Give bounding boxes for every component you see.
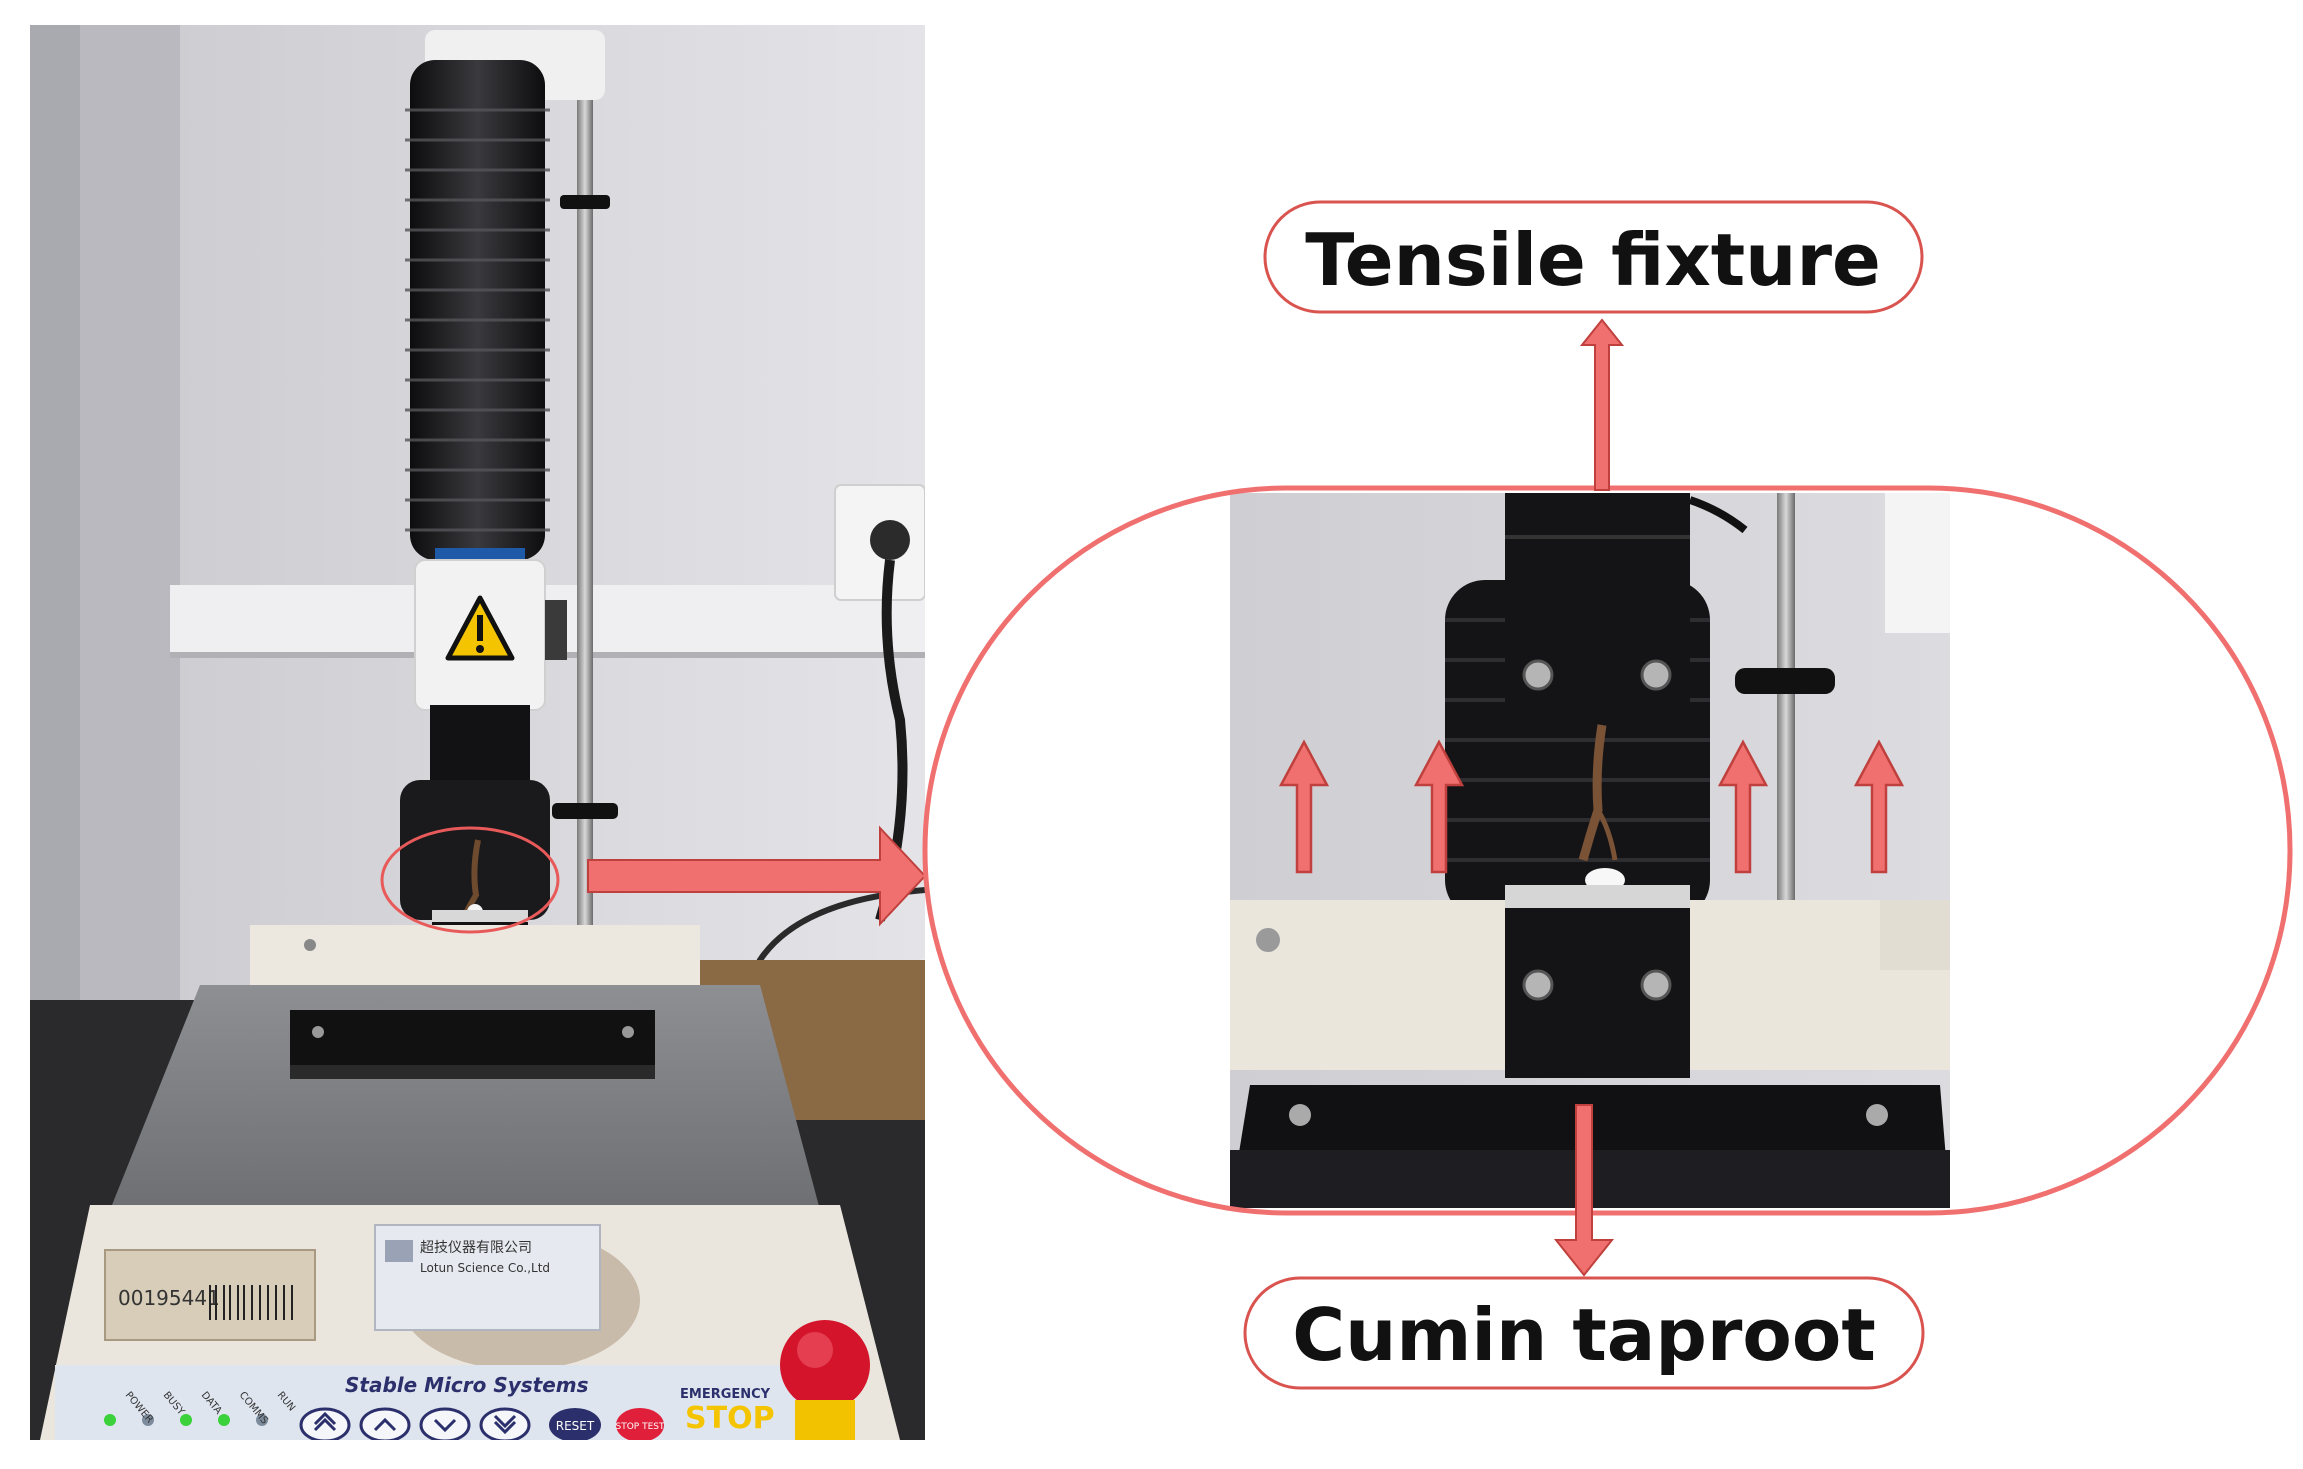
serial-number: 00195441 [118,1286,220,1310]
fast-down-button [479,1407,531,1440]
emergency-stop-label: STOP [685,1401,775,1436]
tensile-fixture-label: Tensile fixture [1263,200,1924,314]
stop-test-label: STOP TEST [616,1422,665,1432]
cumin-taproot-text: Cumin taproot [1292,1293,1876,1377]
fixture-leader-arrow-icon [1579,318,1625,491]
cumin-taproot-label: Cumin taproot [1243,1276,1925,1390]
fast-up-button [299,1407,351,1440]
status-leds [104,1414,268,1426]
stop-test-button: STOP TEST [616,1408,665,1440]
tensile-fixture-text: Tensile fixture [1305,218,1881,302]
serial-sticker: 00195441 [104,1249,316,1341]
company-name-cn: 超技仪器有限公司 [420,1240,532,1256]
force-arrow-icon-3 [1717,739,1769,874]
warning-icon [445,595,515,661]
reset-label: RESET [556,1419,595,1433]
control-panel: Stable Micro Systems POWER BUSY DATA COM… [55,1365,845,1440]
force-arrow-icon-1 [1278,739,1330,874]
emergency-label: EMERGENCY [680,1387,771,1402]
force-arrow-icon-4 [1853,739,1905,874]
panel-brand: Stable Micro Systems [345,1373,589,1397]
company-sticker: 超技仪器有限公司 Lotun Science Co.,Ltd [374,1224,601,1331]
up-button [359,1407,411,1440]
tensile-tester-photo: 00195441 超技仪器有限公司 Lotun Science Co.,Ltd … [30,25,925,1440]
reset-button: RESET [549,1408,601,1440]
emergency-stop-icon [780,1320,870,1440]
zoom-detail-photo [1230,493,1950,1208]
zoom-arrow-icon [587,825,927,927]
down-button [419,1407,471,1440]
force-arrow-icon-2 [1413,739,1465,874]
taproot-leader-arrow-icon [1553,1104,1615,1277]
sample-highlight-ellipse [380,826,560,934]
company-name-en: Lotun Science Co.,Ltd [420,1261,550,1275]
